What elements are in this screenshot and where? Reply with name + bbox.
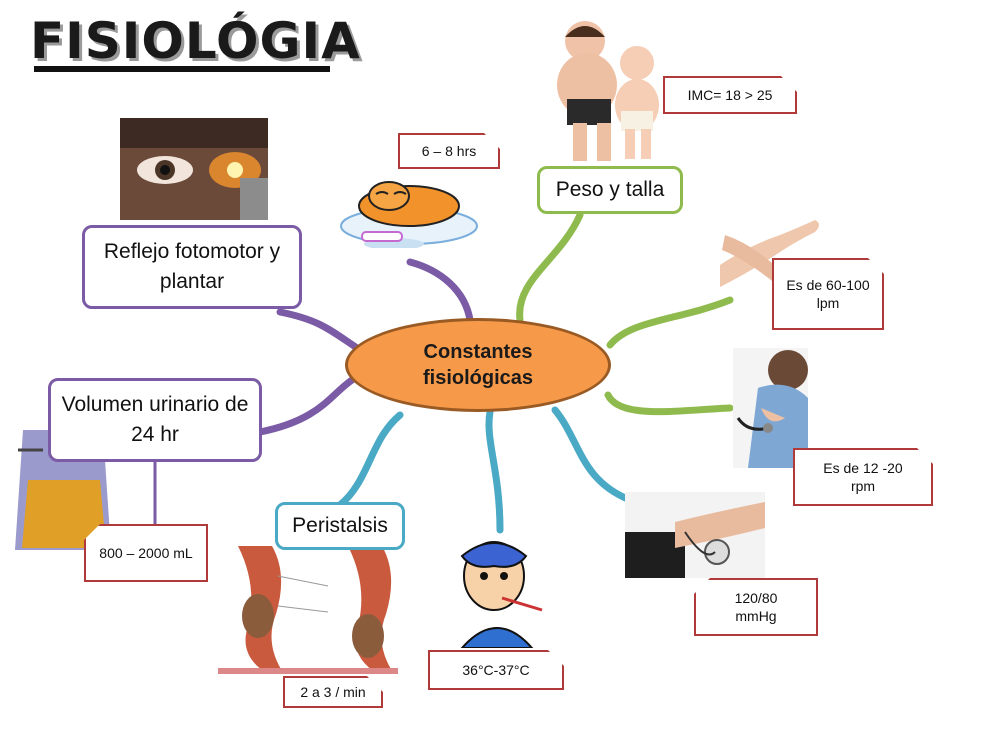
value-imc-text: IMC= 18 > 25 (687, 87, 773, 103)
value-perist-text: 2 a 3 / min (300, 684, 366, 700)
blood-pressure-photo-icon (625, 492, 765, 578)
node-volumen-label: Volumen urinario de 24 hr (61, 393, 249, 446)
node-reflejo: Reflejo fotomotor y plantar (82, 225, 302, 309)
value-temp-text: 36°C-37°C (462, 662, 530, 678)
children-photo-icon (557, 21, 659, 161)
value-presion-text: 120/80 mmHg (734, 590, 778, 624)
link-pulso (606, 296, 734, 349)
esophagus-diagram-icon (218, 546, 398, 674)
node-peristalsis: Peristalsis (275, 502, 405, 550)
node-peristalsis-label: Peristalsis (292, 514, 388, 537)
value-orina: 800 – 2000 mL (84, 524, 208, 582)
link-presion (551, 406, 634, 504)
link-temp (485, 408, 504, 534)
link-peristalsis (336, 411, 404, 509)
stethoscope-photo-icon (733, 348, 808, 468)
value-resp: Es de 12 -20 rpm (793, 448, 933, 506)
node-volumen: Volumen urinario de 24 hr (48, 378, 262, 462)
central-node-label: Constantes fisiológicas (422, 341, 534, 389)
value-presion: 120/80 mmHg (694, 578, 818, 636)
central-node: Constantes fisiológicas (345, 318, 611, 412)
node-peso-label: Peso y talla (555, 178, 665, 201)
title-underline (34, 66, 330, 72)
value-perist: 2 a 3 / min (283, 676, 383, 708)
value-sueno-text: 6 – 8 hrs (421, 143, 477, 159)
link-peso (516, 211, 584, 324)
link-reflejo (276, 308, 364, 354)
fever-cartoon-icon (460, 541, 543, 648)
link-volumen (256, 376, 356, 436)
link-resp (604, 391, 734, 416)
node-peso: Peso y talla (537, 166, 683, 214)
page-title: FISIOLÓGIA (30, 12, 361, 70)
value-sueno: 6 – 8 hrs (398, 133, 500, 169)
value-pulso: Es de 60-100 lpm (772, 258, 884, 330)
value-resp-text: Es de 12 -20 rpm (823, 460, 903, 494)
value-temp: 36°C-37°C (428, 650, 564, 690)
link-sueno (406, 258, 474, 324)
eye-photo-icon (120, 118, 268, 220)
pulse-check-photo-icon (720, 220, 819, 287)
value-pulso-text: Es de 60-100 lpm (786, 277, 870, 311)
sleeping-cat-cartoon-icon (340, 181, 478, 248)
node-reflejo-label: Reflejo fotomotor y plantar (103, 240, 281, 293)
value-imc: IMC= 18 > 25 (663, 76, 797, 114)
value-orina-text: 800 – 2000 mL (99, 545, 193, 561)
